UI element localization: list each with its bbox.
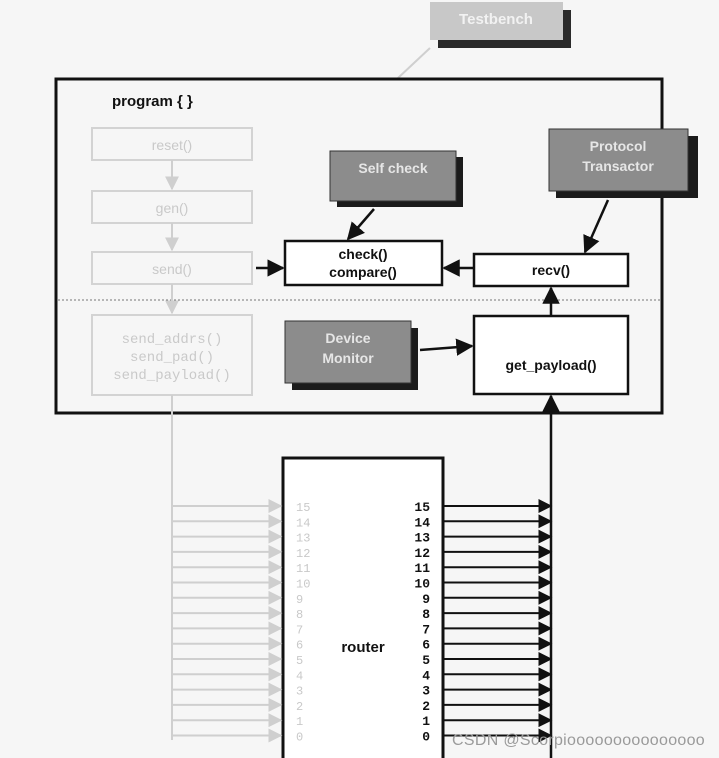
router-input-label: 13 xyxy=(296,532,310,546)
testbench-label: Testbench xyxy=(459,11,533,28)
get-payload-label: get_payload() xyxy=(505,357,596,373)
router-label: router xyxy=(341,639,385,656)
send-box: send() xyxy=(91,251,253,285)
router-input-label: 5 xyxy=(296,654,303,668)
router-input-label: 3 xyxy=(296,685,303,699)
router-ports: 1514131211109876543210151413121110987654… xyxy=(172,499,553,745)
device-monitor-box: Device Monitor xyxy=(284,320,418,390)
router-output-label: 9 xyxy=(422,592,430,607)
recv-label: recv() xyxy=(532,262,570,278)
send-label: send() xyxy=(152,261,192,277)
self-check-box: Self check xyxy=(329,150,463,207)
device-label: Device xyxy=(325,330,370,346)
router-input-label: 12 xyxy=(296,547,310,561)
program-title: program { } xyxy=(112,93,193,110)
router-output-label: 14 xyxy=(414,515,430,530)
router-input-label: 11 xyxy=(296,562,310,576)
reset-label: reset() xyxy=(152,137,192,153)
router-output-label: 1 xyxy=(422,714,430,729)
router-input-label: 4 xyxy=(296,669,303,683)
router-input-label: 7 xyxy=(296,623,303,637)
send-payload-label: send_payload() xyxy=(113,368,231,384)
router-output-label: 0 xyxy=(422,730,430,745)
check-compare-box: check() compare() xyxy=(283,239,444,287)
recv-box: recv() xyxy=(472,252,630,288)
router-output-label: 3 xyxy=(422,684,430,699)
transactor-label: Transactor xyxy=(582,158,654,174)
monitor-label: Monitor xyxy=(322,350,374,366)
gen-label: gen() xyxy=(156,200,189,216)
testbench-box: Testbench xyxy=(430,2,571,48)
router-output-label: 11 xyxy=(414,561,430,576)
get-payload-box: get_payload() xyxy=(472,314,630,396)
send-pad-label: send_pad() xyxy=(130,350,214,366)
router-input-label: 2 xyxy=(296,700,303,714)
router-output-label: 8 xyxy=(422,607,430,622)
router-output-label: 7 xyxy=(422,622,430,637)
router-input-label: 14 xyxy=(296,516,310,530)
router-box xyxy=(281,456,445,758)
protocol-transactor-box: Protocol Transactor xyxy=(548,128,698,198)
router-input-label: 1 xyxy=(296,715,303,729)
testbench-connector xyxy=(397,47,431,79)
router-output-label: 2 xyxy=(422,699,430,714)
selfcheck-to-check-arrow xyxy=(346,208,375,241)
gen-box: gen() xyxy=(91,190,253,224)
protocol-label: Protocol xyxy=(590,138,647,154)
watermark: CSDN @Scorpiooooooooooooooo xyxy=(452,732,705,749)
router-output-label: 12 xyxy=(414,546,430,561)
router-input-label: 6 xyxy=(296,639,303,653)
router-output-label: 4 xyxy=(422,668,430,683)
self-check-label: Self check xyxy=(358,160,427,176)
router-output-label: 13 xyxy=(414,531,430,546)
router-input-label: 0 xyxy=(296,731,303,745)
router-output-label: 5 xyxy=(422,653,430,668)
router-output-label: 15 xyxy=(414,500,430,515)
router-input-label: 15 xyxy=(296,501,310,515)
program-box xyxy=(54,77,664,415)
reset-box: reset() xyxy=(91,127,253,161)
transactor-to-recv-arrow xyxy=(583,199,610,254)
check-label: check() xyxy=(338,246,387,262)
send-block-box: send_addrs() send_pad() send_payload() xyxy=(91,314,253,396)
compare-label: compare() xyxy=(329,264,397,280)
router-input-label: 10 xyxy=(296,578,310,592)
router-input-label: 8 xyxy=(296,608,303,622)
router-output-label: 6 xyxy=(422,638,430,653)
router-output-label: 10 xyxy=(414,577,430,592)
send-addrs-label: send_addrs() xyxy=(122,332,223,348)
router-input-label: 9 xyxy=(296,593,303,607)
monitor-to-payload-arrow xyxy=(419,338,474,356)
